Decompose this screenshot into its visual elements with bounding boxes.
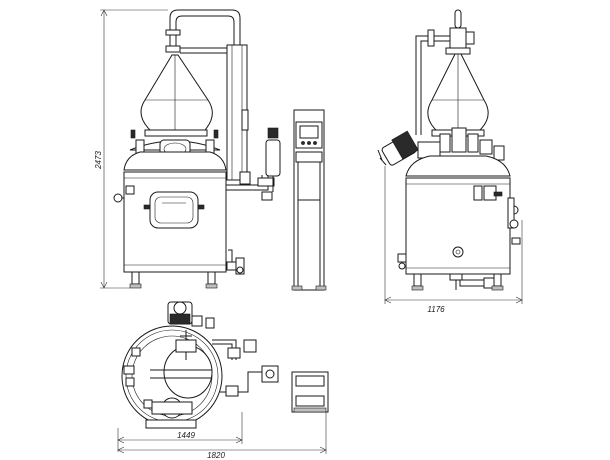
helmet-cone	[140, 54, 213, 131]
top-view: 1449 1820	[117, 301, 329, 460]
front-view: 2473	[94, 9, 327, 291]
panel-screen	[299, 125, 319, 139]
side-width-dimension-label: 1176	[427, 305, 445, 314]
pipe-flange	[165, 29, 181, 36]
leg	[131, 271, 140, 285]
sight-window	[149, 191, 199, 229]
agitator-motor	[377, 130, 419, 166]
side-sensor	[452, 246, 464, 258]
left-valve	[113, 193, 123, 203]
height-dimension-label: 2473	[94, 151, 103, 170]
top-inner-dimension-label: 1449	[177, 431, 195, 440]
thermometer-housing	[265, 139, 281, 177]
side-view: 1176	[377, 9, 523, 314]
top-thermometer	[261, 365, 279, 383]
top-outer-dimension-label: 1820	[207, 451, 225, 460]
